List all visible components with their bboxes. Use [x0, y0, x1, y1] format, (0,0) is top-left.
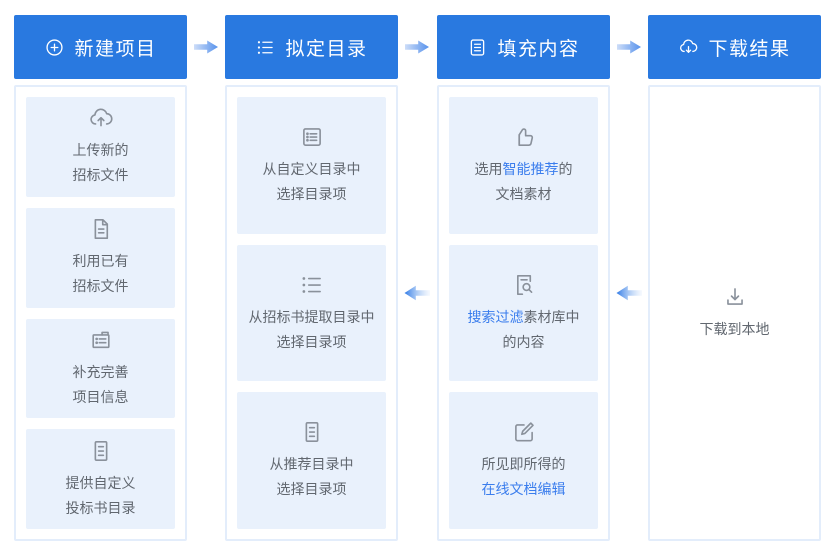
card-use-existing-bid-file: 利用已有 招标文件 [26, 207, 175, 308]
card-text-line: 补充完善 [73, 360, 129, 385]
file-search-icon [516, 274, 532, 295]
card-text-segment: 投标书目录 [65, 499, 136, 516]
download-icon [726, 288, 743, 305]
card-text-segment: 智能推荐 [502, 160, 559, 177]
card-text-segment: 在线文档编辑 [481, 481, 566, 498]
card-text-line: 上传新的 [73, 138, 129, 163]
card-text-segment: 上传新的 [72, 142, 129, 159]
card-text-segment: 利用已有 [72, 253, 129, 270]
card-select-from-extracted-outline: 从招标书提取目录中 选择目录项 [237, 244, 386, 382]
file-text-icon [94, 219, 108, 240]
card-text-segment: 所见即所得的 [481, 456, 566, 473]
arrow-right-icon [405, 40, 429, 54]
step-header-label: 填充内容 [497, 38, 580, 60]
card-select-from-recommended-outline: 从推荐目录中 选择目录项 [237, 392, 386, 530]
card-text-segment: 选用 [474, 160, 503, 177]
card-text-segment: 的 [558, 160, 573, 177]
card-text-segment: 选择目录项 [276, 481, 347, 498]
edit-square-icon [514, 422, 534, 442]
card-text-segment: 从推荐目录中 [269, 456, 354, 473]
step-header-download-result: 下载结果 [648, 15, 821, 79]
panel-download-result: 下载到本地 [648, 85, 821, 541]
cloud-download-icon [680, 39, 698, 53]
card-text-line: 招标文件 [73, 274, 129, 299]
list-box-icon [302, 127, 321, 146]
panel-draft-outline: 从自定义目录中 选择目录项 从招标书提取目录中 选择目录项 从推荐目录中 选择目… [225, 85, 398, 541]
card-smart-recommended-materials: 选用智能推荐的 文档素材 [449, 97, 598, 234]
card-text-segment: 从自定义目录中 [262, 160, 361, 177]
card-provide-custom-outline: 提供自定义 投标书目录 [26, 429, 175, 529]
card-text-line: 选择目录项 [277, 330, 347, 355]
column-download-result: 下载结果 下载到本地 [648, 15, 821, 541]
card-online-document-editing: 所见即所得的 在线文档编辑 [449, 392, 598, 530]
card-text-segment: 下载到本地 [699, 321, 770, 337]
card-text-segment: 提供自定义 [65, 474, 136, 491]
card-text-segment: 选择目录项 [276, 333, 347, 350]
card-search-filter-materials: 搜索过滤素材库中 的内容 [449, 244, 598, 382]
card-text-line: 从自定义目录中 [263, 157, 361, 182]
card-text-segment: 项目信息 [72, 388, 129, 405]
card-text-line: 从推荐目录中 [270, 452, 354, 477]
column-draft-outline: 拟定目录 从自定义目录中 选择目录项 从招标书提取目录中 选择目录项 从推荐目录… [225, 15, 398, 541]
card-text-line: 从招标书提取目录中 [249, 305, 375, 330]
list-icon [302, 276, 321, 293]
card-text-segment: 招标文件 [72, 167, 129, 184]
card-text-line: 招标文件 [73, 163, 129, 188]
card-text-line: 选择目录项 [277, 477, 347, 502]
cloud-upload-icon [89, 108, 112, 127]
step-header-label: 拟定目录 [285, 38, 368, 60]
card-text-segment: 补充完善 [72, 363, 129, 380]
card-text-line: 项目信息 [73, 385, 129, 410]
card-text-line: 文档素材 [496, 182, 552, 207]
column-fill-content: 填充内容 选用智能推荐的 文档素材 搜索过滤素材库中 的内容 所见即所得的 在线… [437, 15, 610, 541]
file-lines-icon [305, 422, 318, 443]
card-text-segment: 素材库中 [523, 308, 580, 325]
card-text-segment: 招标文件 [72, 278, 129, 295]
card-text-line: 选择目录项 [277, 182, 347, 207]
card-text-line: 选用智能推荐的 [475, 157, 573, 182]
step-header-draft-outline: 拟定目录 [225, 15, 398, 79]
thumbs-up-icon [517, 128, 533, 146]
card-text-line: 所见即所得的 [482, 452, 566, 477]
card-select-from-custom-outline: 从自定义目录中 选择目录项 [237, 97, 386, 234]
download-local-block: 下载到本地 [700, 284, 770, 342]
card-text-line: 的内容 [503, 330, 545, 355]
card-text-segment: 的内容 [502, 333, 545, 350]
card-text-line: 利用已有 [73, 249, 129, 274]
card-text-segment: 搜索过滤 [467, 308, 524, 325]
plus-circle-icon [46, 38, 64, 56]
card-complete-project-info: 补充完善 项目信息 [26, 318, 175, 419]
card-text-segment: 从招标书提取目录中 [248, 308, 375, 325]
card-text-line: 搜索过滤素材库中 [468, 305, 580, 330]
step-header-create-project: 新建项目 [14, 15, 187, 79]
card-text-line: 投标书目录 [66, 496, 136, 521]
arrow-right-icon [617, 40, 641, 54]
list-icon [258, 40, 274, 54]
arrow-right-icon [194, 40, 218, 54]
card-text-segment: 文档素材 [495, 185, 552, 202]
card-text-line: 下载到本地 [700, 317, 770, 342]
step-header-label: 新建项目 [74, 38, 157, 60]
card-text-segment: 选择目录项 [276, 185, 347, 202]
panel-fill-content: 选用智能推荐的 文档素材 搜索过滤素材库中 的内容 所见即所得的 在线文档编辑 [437, 85, 610, 541]
card-text-line: 提供自定义 [66, 471, 136, 496]
panel-create-project: 上传新的 招标文件 利用已有 招标文件 补充完善 项目信息 提供自定义 投标书目… [14, 85, 187, 541]
column-create-project: 新建项目 上传新的 招标文件 利用已有 招标文件 补充完善 项目信息 提供自定义 [14, 15, 187, 541]
file-tab-icon [91, 331, 110, 349]
step-header-label: 下载结果 [708, 38, 791, 60]
card-upload-new-bid-file: 上传新的 招标文件 [26, 97, 175, 197]
arrow-left-icon [404, 285, 430, 301]
file-lines-box-icon [471, 38, 485, 56]
file-lines-icon [94, 440, 107, 461]
card-text-line: 在线文档编辑 [482, 477, 566, 502]
arrow-left-icon [616, 285, 642, 301]
step-header-fill-content: 填充内容 [437, 15, 610, 79]
